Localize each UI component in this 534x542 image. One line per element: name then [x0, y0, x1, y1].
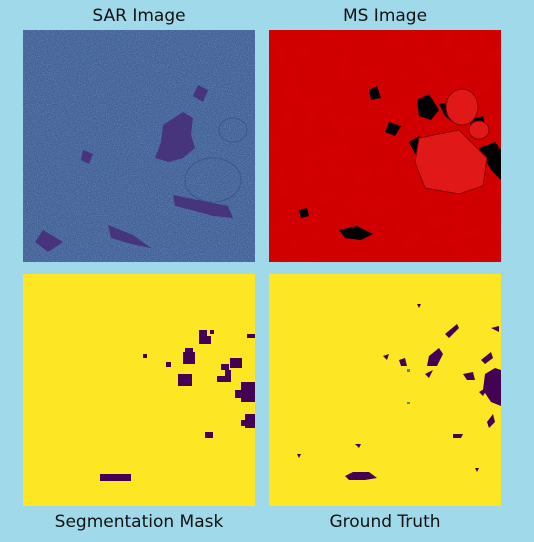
ms-image-panel: [269, 30, 501, 262]
segmentation-mask-title: Segmentation Mask: [54, 512, 224, 532]
ms-image: [269, 30, 501, 262]
ms-image-title: MS Image: [342, 6, 428, 26]
sar-image-title: SAR Image: [92, 6, 186, 26]
sar-image-panel: [23, 30, 255, 262]
ground-truth-panel: [269, 274, 501, 506]
ground-truth: [269, 274, 501, 506]
sar-image: [23, 30, 255, 262]
ground-truth-title: Ground Truth: [329, 512, 441, 532]
segmentation-mask: [23, 274, 255, 506]
segmentation-mask-panel: [23, 274, 255, 506]
